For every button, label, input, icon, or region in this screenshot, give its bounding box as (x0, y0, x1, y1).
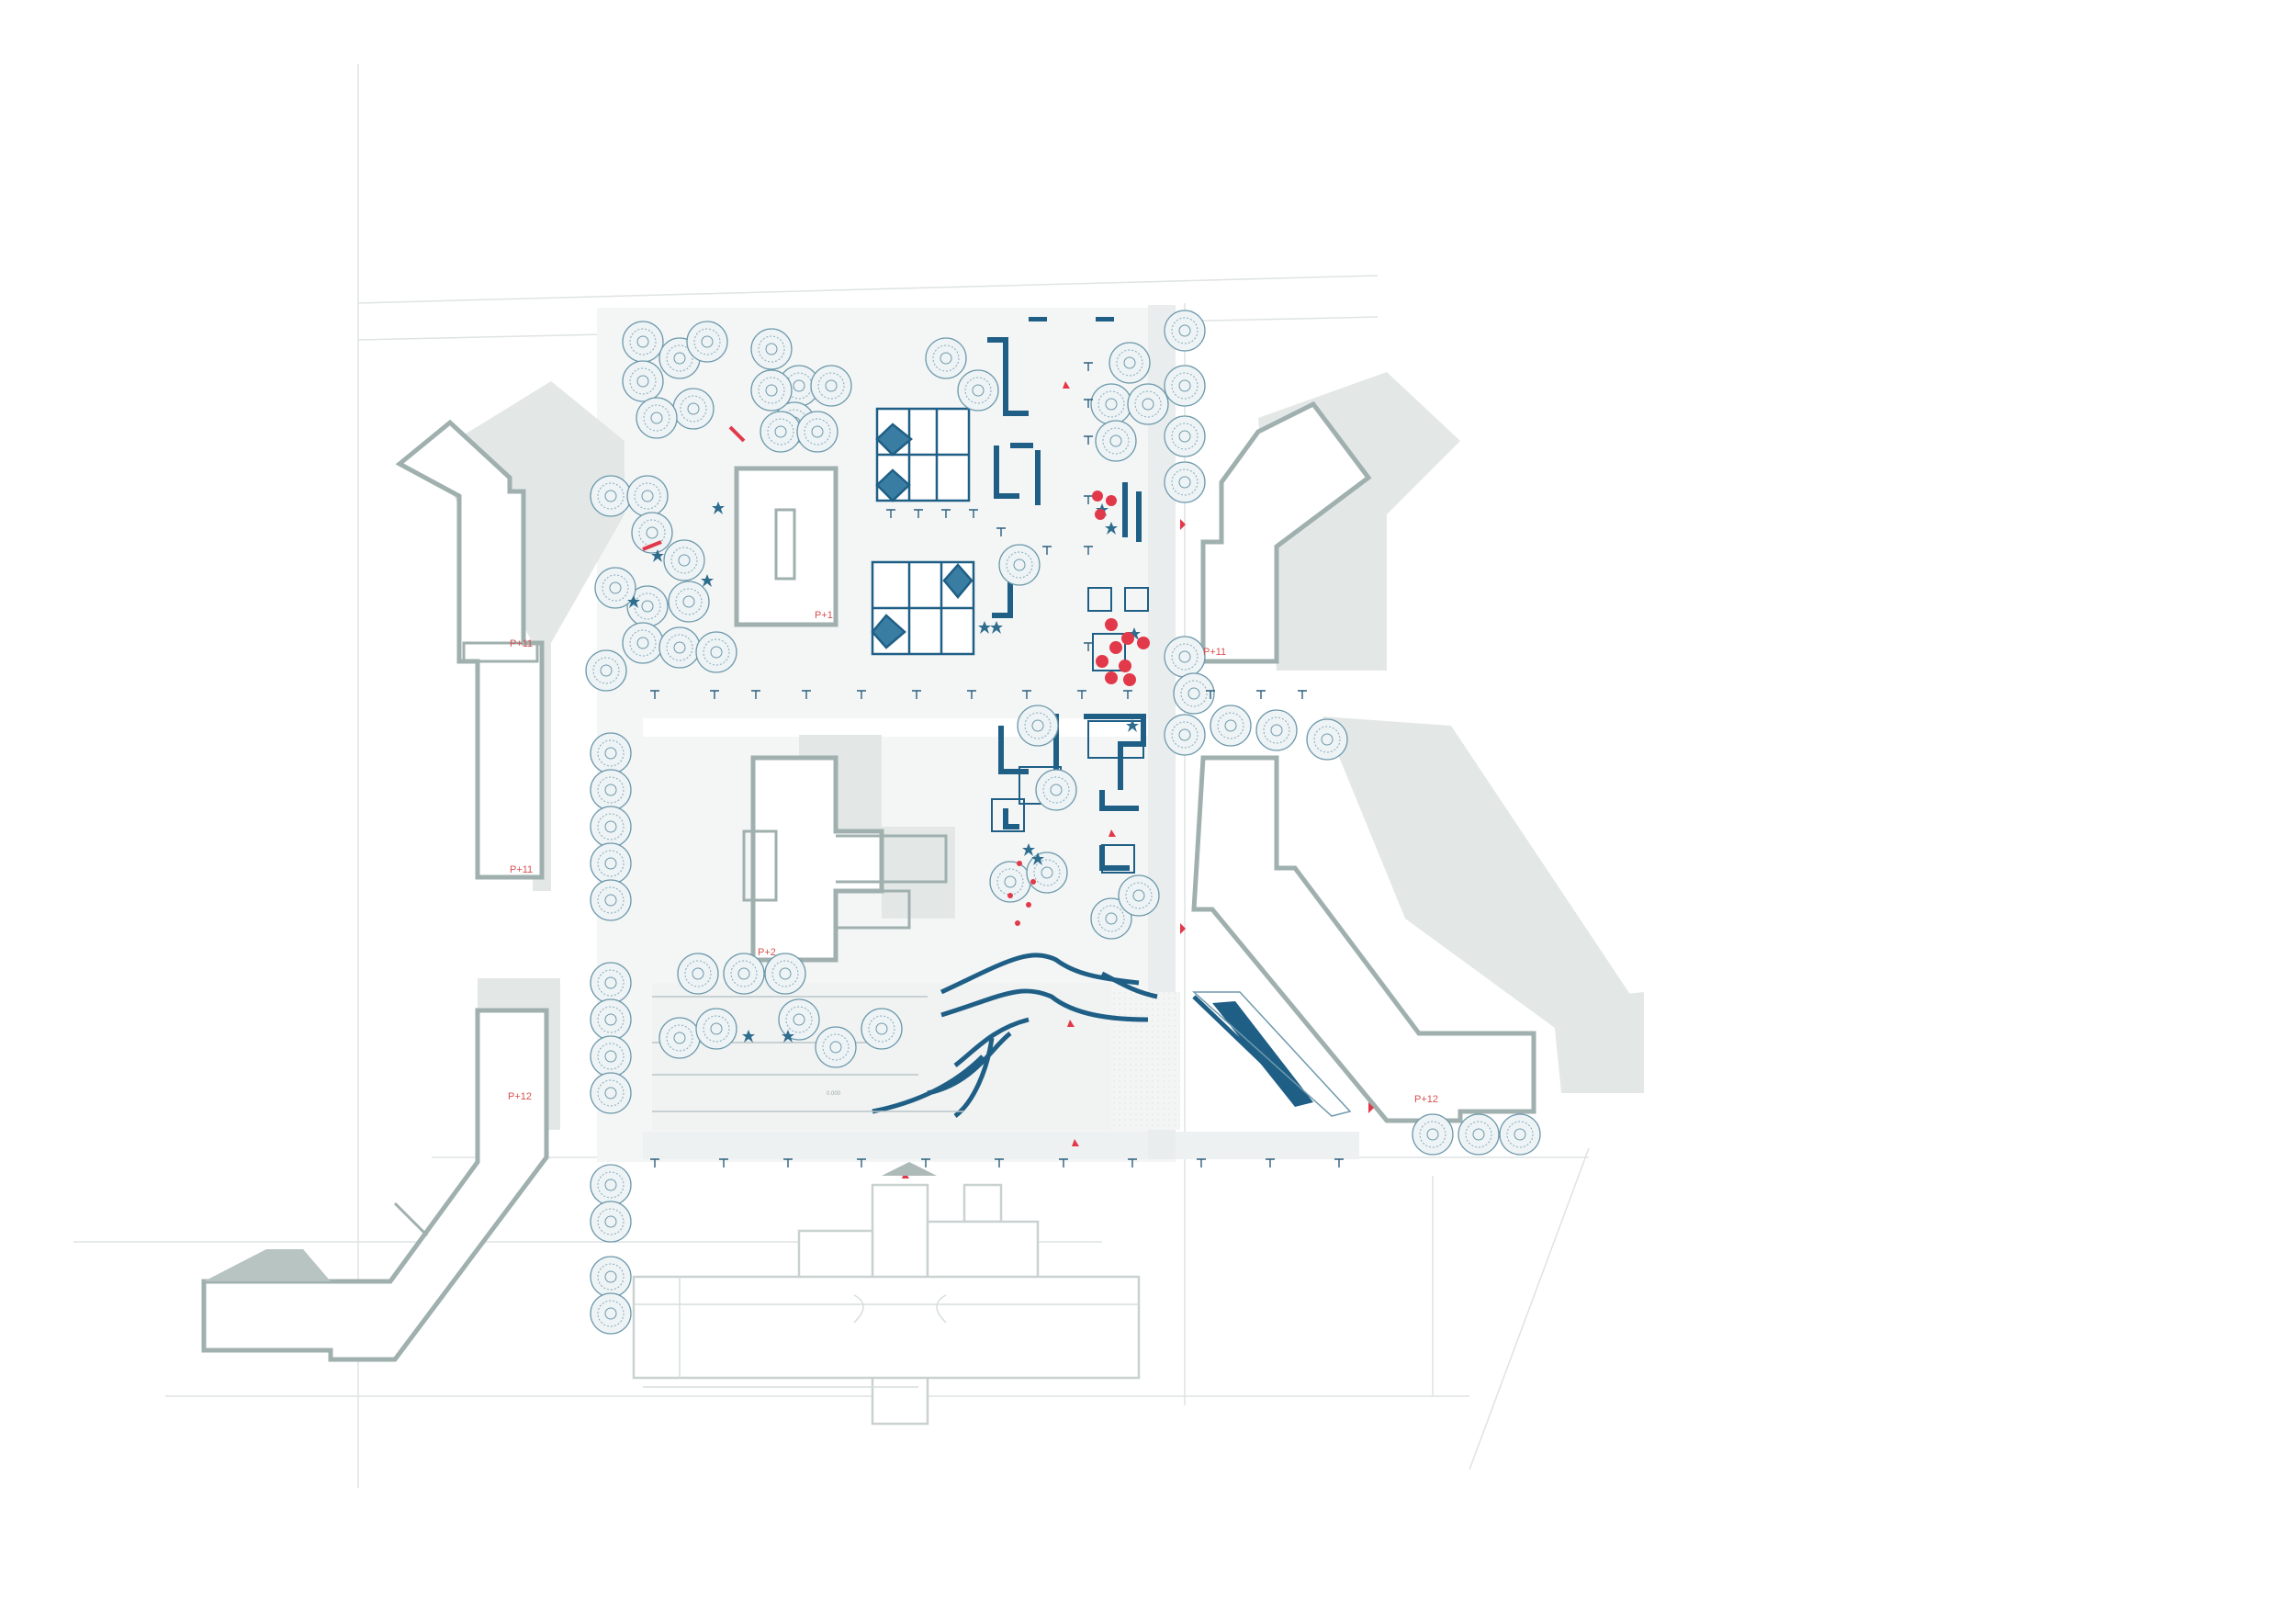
center-north-block (734, 466, 838, 627)
east-lower-block (1191, 755, 1536, 1123)
label-small: 0.000 (827, 1091, 841, 1097)
pavilion-cluster-north (871, 407, 975, 656)
label-east-lower: P+12 (1414, 1094, 1438, 1105)
label-west-lower: P+12 (508, 1091, 532, 1102)
label-center-south: P+2 (758, 947, 776, 958)
block-dark-shadow (204, 1249, 331, 1281)
label-east-upper: P+11 (1203, 647, 1226, 658)
southern-buildings (632, 1162, 1141, 1426)
label-west-upper: P+11 (510, 638, 533, 649)
red-accents (642, 381, 1374, 1179)
residential-blocks (201, 400, 1536, 1362)
label-west-upper-south: P+11 (510, 864, 533, 875)
label-center-north: P+1 (815, 610, 833, 621)
canal-strip (1192, 991, 1352, 1117)
west-lower-block (201, 1008, 549, 1362)
southern-inner-lines (634, 1277, 1139, 1388)
west-upper-block (395, 419, 545, 880)
block-inner-lines (393, 508, 948, 1237)
building-labels: P+11 P+11 P+12 P+11 P+12 P+1 P+2 0.000 (508, 610, 1438, 1105)
canal-ramps (872, 953, 1306, 1118)
east-upper-block (1200, 400, 1372, 664)
